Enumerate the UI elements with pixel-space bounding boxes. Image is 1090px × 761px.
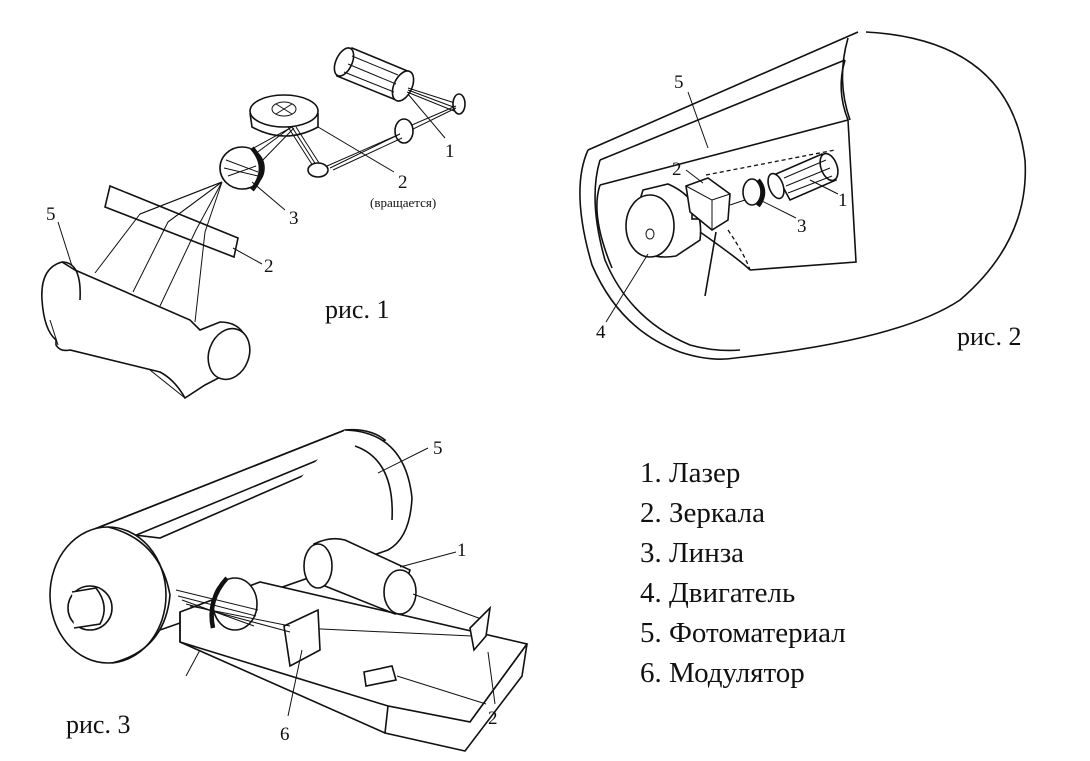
fig3-label-mirror: 2 (488, 708, 498, 729)
fig3-laser (303, 537, 417, 616)
fig1-lens (219, 146, 265, 192)
legend-item-mirrors: 2. Зеркала (640, 497, 766, 529)
fig3-caption: рис. 3 (66, 710, 130, 739)
legend: 1. Лазер 2. Зеркала 3. Линза 4. Двигател… (640, 453, 940, 693)
fig3-base-plate (179, 581, 529, 752)
figure-3: 5 1 6 2 рис. 3 (49, 428, 529, 752)
fig3-mirror-bottom (363, 665, 398, 687)
legend-item-modulator: 6. Модулятор (640, 657, 805, 689)
fig1-label-laser: 1 (445, 141, 455, 162)
fig1-rotating-mirror (249, 94, 319, 137)
figure-2: 5 2 3 1 4 рис. 2 (579, 31, 1027, 360)
fig1-mirror-b (394, 118, 414, 144)
fig2-caption: рис. 2 (957, 322, 1021, 351)
fig2-drum (579, 31, 1027, 360)
fig1-label-rotating-mirror: 2 (398, 172, 408, 193)
fig1-mirror-c (307, 162, 329, 178)
fig1-label-lens: 3 (289, 208, 299, 229)
legend-item-photomaterial: 5. Фотоматериал (640, 617, 846, 649)
legend-item-lens: 3. Линза (640, 537, 745, 569)
fig1-caption: рис. 1 (325, 295, 389, 324)
fig1-photomaterial-roll (41, 261, 251, 400)
fig3-label-modulator: 6 (280, 724, 290, 745)
fig2-label-mirror: 2 (672, 159, 682, 180)
fig2-prism-mirror (685, 177, 731, 231)
fig1-laser (333, 46, 415, 102)
fig3-mirror-right (469, 605, 492, 652)
fig2-label-laser: 1 (838, 190, 848, 211)
fig1-label-photomaterial: 5 (46, 204, 56, 225)
fig3-modulator (283, 608, 321, 668)
fig1-mirror-a (452, 93, 466, 115)
legend-item-motor: 4. Двигатель (640, 577, 796, 609)
fig3-label-laser: 1 (457, 540, 467, 561)
fig2-label-photomaterial: 5 (674, 72, 684, 93)
fig2-laser (767, 152, 839, 202)
fig2-label-motor: 4 (596, 322, 606, 343)
fig1-mirror-bar (104, 184, 239, 259)
fig3-lens (175, 576, 291, 633)
fig2-motor (625, 183, 711, 258)
fig1-label-mirror: 2 (264, 256, 274, 277)
legend-item-laser: 1. Лазер (640, 457, 741, 489)
fig1-note-rotating: (вращается) (370, 195, 436, 210)
fig3-label-photomaterial: 5 (433, 438, 443, 459)
figure-1: 1 2 (вращается) 2 3 5 рис. 1 (41, 46, 466, 400)
fig2-label-lens: 3 (797, 216, 807, 237)
